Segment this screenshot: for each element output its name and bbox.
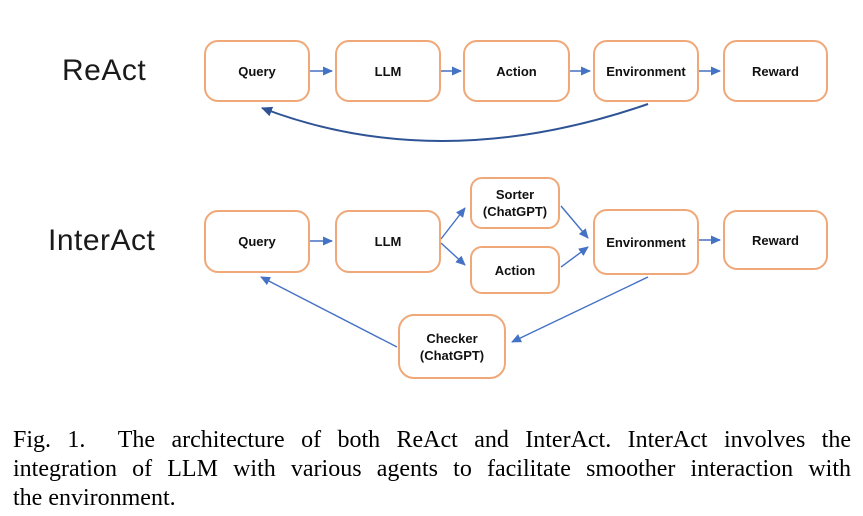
react-node-llm: LLM: [335, 40, 441, 102]
figure-caption: Fig. 1. The architecture of both ReAct a…: [13, 426, 851, 513]
react-node-llm-label: LLM: [374, 63, 402, 79]
arrow-interact-action-to-environment: [560, 246, 589, 268]
interact-node-reward-label: Reward: [752, 232, 799, 248]
interact-node-query: Query: [204, 210, 310, 273]
react-node-action-label: Action: [496, 63, 537, 79]
arrow-interact-llm-to-action: [440, 242, 466, 266]
arrow-interact-llm-to-sorter: [440, 207, 466, 240]
react-node-environment-label: Environment: [606, 63, 686, 79]
caption-line-3: the environment.: [13, 485, 176, 511]
interact-node-action: Action: [470, 246, 560, 294]
caption-line-2: integration of LLM with various agents t…: [13, 456, 851, 482]
interact-node-environment: Environment: [593, 209, 699, 275]
react-node-query-label: Query: [238, 63, 276, 79]
interact-node-environment-label: Environment: [606, 234, 686, 250]
arrows-layer: [260, 66, 721, 348]
interact-node-reward: Reward: [723, 210, 828, 270]
interact-row-label: InterAct: [48, 224, 156, 257]
interact-node-llm-label: LLM: [374, 234, 402, 249]
architecture-diagram: ReAct InterAct Query LLM Action Environm…: [48, 40, 828, 379]
interact-node-checker: Checker (ChatGPT): [398, 314, 506, 379]
react-node-action: Action: [463, 40, 570, 102]
interact-node-sorter-label-line2: (ChatGPT): [482, 204, 548, 219]
interact-node-query-label: Query: [238, 234, 276, 249]
react-node-query: Query: [204, 40, 310, 102]
interact-node-action-label: Action: [494, 262, 536, 278]
arrow-react-environment-feedback-to-query: [261, 103, 649, 143]
arrow-interact-environment-to-checker: [511, 276, 649, 343]
react-row-label: ReAct: [62, 54, 147, 87]
arrow-interact-checker-to-query: [260, 276, 398, 348]
interact-node-llm: LLM: [335, 210, 441, 273]
react-node-reward: Reward: [723, 40, 828, 102]
react-node-reward-label: Reward: [752, 63, 799, 79]
arrow-interact-sorter-to-environment: [560, 205, 589, 239]
interact-node-checker-label-line1: Checker: [426, 330, 478, 346]
react-node-environment: Environment: [593, 40, 699, 102]
interact-node-sorter-label-line1: Sorter: [495, 187, 535, 202]
interact-node-sorter: Sorter (ChatGPT): [470, 177, 560, 229]
interact-node-checker-label-line2: (ChatGPT): [419, 347, 485, 363]
caption-line-1: Fig. 1. The architecture of both ReAct a…: [13, 427, 851, 453]
